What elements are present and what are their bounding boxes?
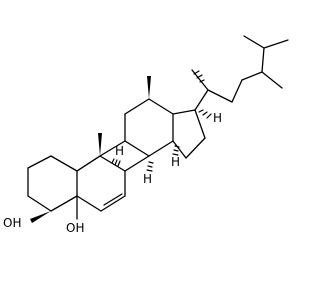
ring-a bbox=[27, 155, 101, 212]
hydrogen-label-c8: H bbox=[143, 172, 152, 186]
side-chain bbox=[191, 35, 289, 111]
c13-methyl-wedge bbox=[147, 76, 151, 99]
hydrogen-label-c17: H bbox=[213, 111, 222, 125]
ring-c bbox=[99, 98, 174, 172]
angular-methyls bbox=[98, 76, 151, 156]
hydrogen-label-c9: H bbox=[115, 144, 124, 158]
c20-methyl-hashed bbox=[193, 70, 205, 83]
c10-methyl-wedge bbox=[98, 133, 102, 156]
ring-b bbox=[76, 155, 126, 212]
ring-d bbox=[172, 109, 206, 159]
steroid-structure-diagram: OH OH H H H H bbox=[1, 35, 289, 236]
c3-hydroxyl-group: OH bbox=[1, 211, 51, 230]
stereo-hydrogens: H H H H bbox=[111, 109, 222, 186]
hydroxyl-label-c3: OH bbox=[3, 216, 21, 230]
c5-hydroxyl-group: OH bbox=[62, 195, 88, 236]
hydrogen-label-c14: H bbox=[171, 155, 180, 169]
hydroxyl-label-c5: OH bbox=[66, 221, 84, 235]
